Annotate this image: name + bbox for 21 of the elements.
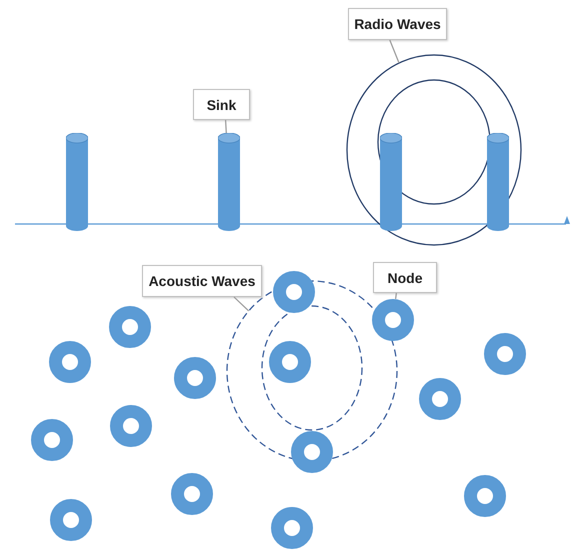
sink-cylinder bbox=[66, 133, 88, 231]
radio-wave-ring bbox=[346, 54, 522, 246]
sensor-node-ring bbox=[464, 475, 506, 517]
sensor-node-ring bbox=[49, 341, 91, 383]
callout-label: Acoustic Waves bbox=[142, 265, 262, 297]
sensor-node-ring bbox=[291, 431, 333, 473]
sensor-node-ring bbox=[273, 271, 315, 313]
sensor-node-ring bbox=[271, 507, 313, 549]
sensor-node-ring bbox=[50, 499, 92, 541]
callout-label: Node bbox=[373, 262, 437, 293]
callout-label: Radio Waves bbox=[348, 8, 447, 40]
sink-cylinder bbox=[218, 133, 240, 231]
sensor-node-ring bbox=[419, 378, 461, 420]
sensor-node-ring bbox=[110, 405, 152, 447]
callout-label: Sink bbox=[193, 89, 250, 120]
sensor-node-ring bbox=[372, 299, 414, 341]
sensor-node-ring bbox=[174, 357, 216, 399]
sensor-node-ring bbox=[109, 306, 151, 348]
sensor-node-ring bbox=[171, 473, 213, 515]
sensor-node-ring bbox=[31, 419, 73, 461]
sensor-node-ring bbox=[484, 333, 526, 375]
